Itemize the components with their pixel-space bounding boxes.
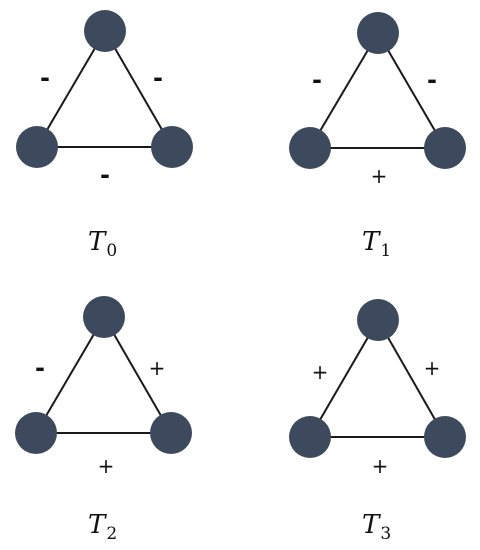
edge-left — [35, 316, 105, 434]
edge-right — [103, 316, 172, 434]
edge-right — [104, 30, 173, 148]
edge-sign-right: + — [424, 356, 441, 380]
edge-sign-left: - — [312, 66, 322, 94]
node-left — [16, 126, 58, 168]
edge-sign-left: - — [35, 354, 45, 382]
triad-label-subscript: 2 — [106, 524, 117, 544]
node-top — [83, 296, 125, 338]
triad-label-letter: T — [88, 227, 107, 257]
triad-label: T2 — [88, 510, 117, 544]
edge-sign-bottom: - — [100, 161, 110, 189]
triad-label-letter: T — [362, 510, 381, 540]
edge-sign-bottom: + — [98, 454, 115, 478]
edge-sign-right: + — [149, 356, 166, 380]
triad-label: T3 — [362, 510, 391, 544]
edge-sign-left: + — [312, 360, 329, 384]
edge-sign-right: - — [427, 66, 437, 94]
node-top — [357, 299, 399, 341]
triad-1: - - + T1 — [289, 12, 466, 261]
triad-label-letter: T — [362, 227, 381, 257]
node-top — [84, 10, 126, 52]
edge-sign-bottom: + — [371, 164, 388, 188]
triad-label: T0 — [88, 227, 117, 261]
triad-0: - - - T0 — [16, 10, 193, 261]
triad-label-subscript: 0 — [106, 241, 117, 261]
edge-right — [377, 32, 446, 149]
node-left — [289, 416, 331, 458]
node-left — [289, 127, 331, 169]
edge-right — [377, 319, 446, 438]
triad-label-letter: T — [88, 510, 107, 540]
triad-label-subscript: 1 — [380, 241, 391, 261]
edge-sign-left: - — [40, 64, 50, 92]
triad-3: + + + T3 — [289, 299, 466, 544]
node-right — [150, 412, 192, 454]
node-right — [151, 126, 193, 168]
edge-left — [309, 32, 379, 149]
triad-label: T1 — [362, 227, 391, 261]
edge-sign-bottom: + — [372, 454, 389, 478]
edge-left — [309, 319, 379, 438]
triad-label-subscript: 3 — [380, 524, 391, 544]
node-right — [424, 127, 466, 169]
triad-2: - + + T2 — [15, 296, 192, 544]
edge-left — [36, 30, 106, 148]
node-left — [15, 412, 57, 454]
edge-sign-right: - — [153, 64, 163, 92]
node-right — [424, 416, 466, 458]
node-top — [357, 12, 399, 54]
